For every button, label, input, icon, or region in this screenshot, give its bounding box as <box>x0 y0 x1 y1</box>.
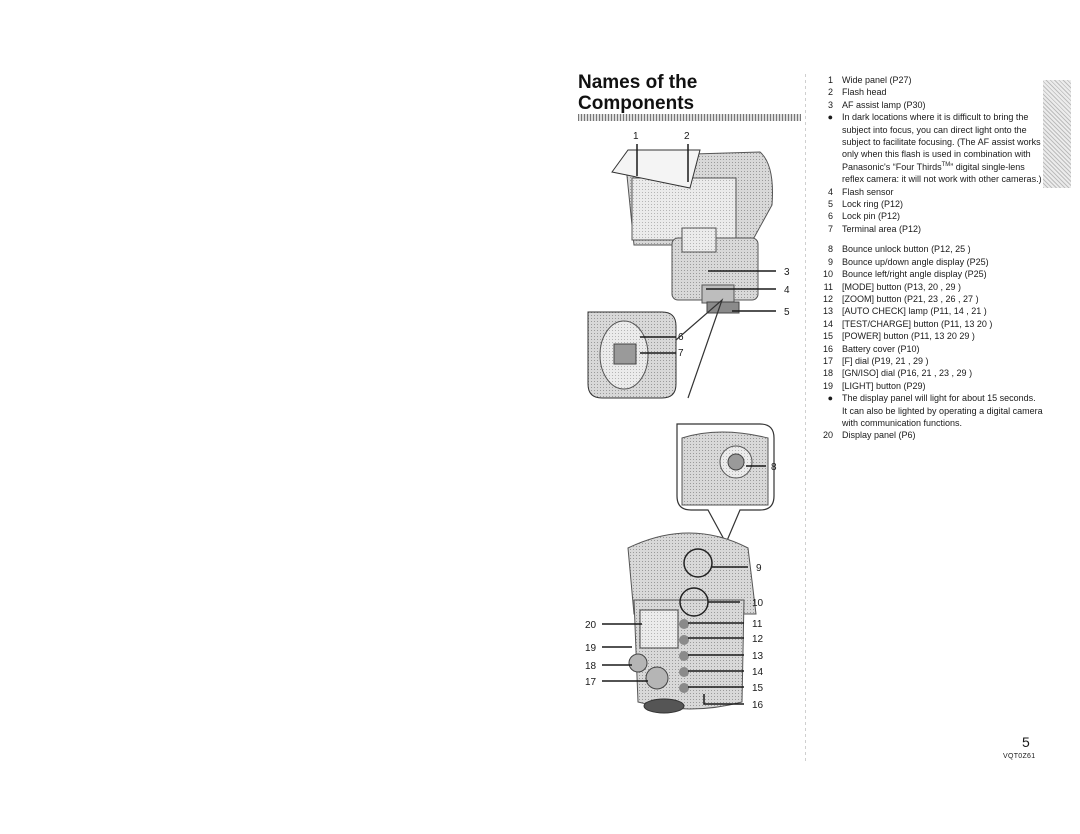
title-line-2: Components <box>578 93 695 114</box>
flash-back-view <box>627 532 757 714</box>
callout-9: 9 <box>756 563 762 574</box>
callout-20: 20 <box>585 620 597 631</box>
list-item: 13[AUTO CHECK] lamp (P11, 14 , 21 ) <box>822 306 987 317</box>
list-item: 19[LIGHT] button (P29) <box>822 380 926 391</box>
title-line-1: Names of the <box>578 72 698 93</box>
callout-6: 6 <box>678 332 684 343</box>
callout-10: 10 <box>752 598 764 609</box>
callout-18: 18 <box>585 661 597 672</box>
column-divider <box>805 74 806 764</box>
list-item: 11[MODE] button (P13, 20 , 29 ) <box>823 281 962 292</box>
callout-19: 19 <box>585 643 597 654</box>
light-note: ● The display panel will light for about… <box>827 393 1043 428</box>
af-assist-note: ● In dark locations where it is difficul… <box>827 112 1042 185</box>
callout-13: 13 <box>752 651 764 662</box>
callout-8: 8 <box>771 462 777 473</box>
list-item: 14[TEST/CHARGE] button (P11, 13 20 ) <box>822 318 993 329</box>
callout-lines-front <box>636 144 776 312</box>
foot-detail-inset <box>587 298 724 399</box>
callout-11: 11 <box>752 619 763 630</box>
callout-17: 17 <box>585 677 597 688</box>
page-edge-tab <box>1043 80 1071 188</box>
callout-2: 2 <box>684 131 690 142</box>
flash-front-view <box>611 149 773 314</box>
callout-15: 15 <box>752 683 764 694</box>
callout-lines-back <box>602 566 748 705</box>
callout-5: 5 <box>784 307 790 318</box>
callout-1: 1 <box>633 131 639 142</box>
bounce-unlock-inset <box>676 423 775 545</box>
callout-7: 7 <box>678 348 684 359</box>
list-item: 17[F] dial (P19, 21 , 29 ) <box>822 355 929 366</box>
list-item: 18[GN/ISO] dial (P16, 21 , 23 , 29 ) <box>822 368 973 379</box>
list-item: 12[ZOOM] button (P21, 23 , 26 , 27 ) <box>822 293 979 304</box>
callout-16: 16 <box>752 700 764 711</box>
document-code: VQT0Z61 <box>1003 753 1036 760</box>
list-item: 15[POWER] button (P11, 13 20 29 ) <box>822 331 975 342</box>
callout-12: 12 <box>752 634 764 645</box>
page-title: Names of the Components <box>578 72 697 114</box>
callout-4: 4 <box>784 285 790 296</box>
title-underline <box>578 114 801 121</box>
page-number: 5 <box>1022 734 1030 750</box>
callout-14: 14 <box>752 667 764 678</box>
callout-3: 3 <box>784 267 790 278</box>
